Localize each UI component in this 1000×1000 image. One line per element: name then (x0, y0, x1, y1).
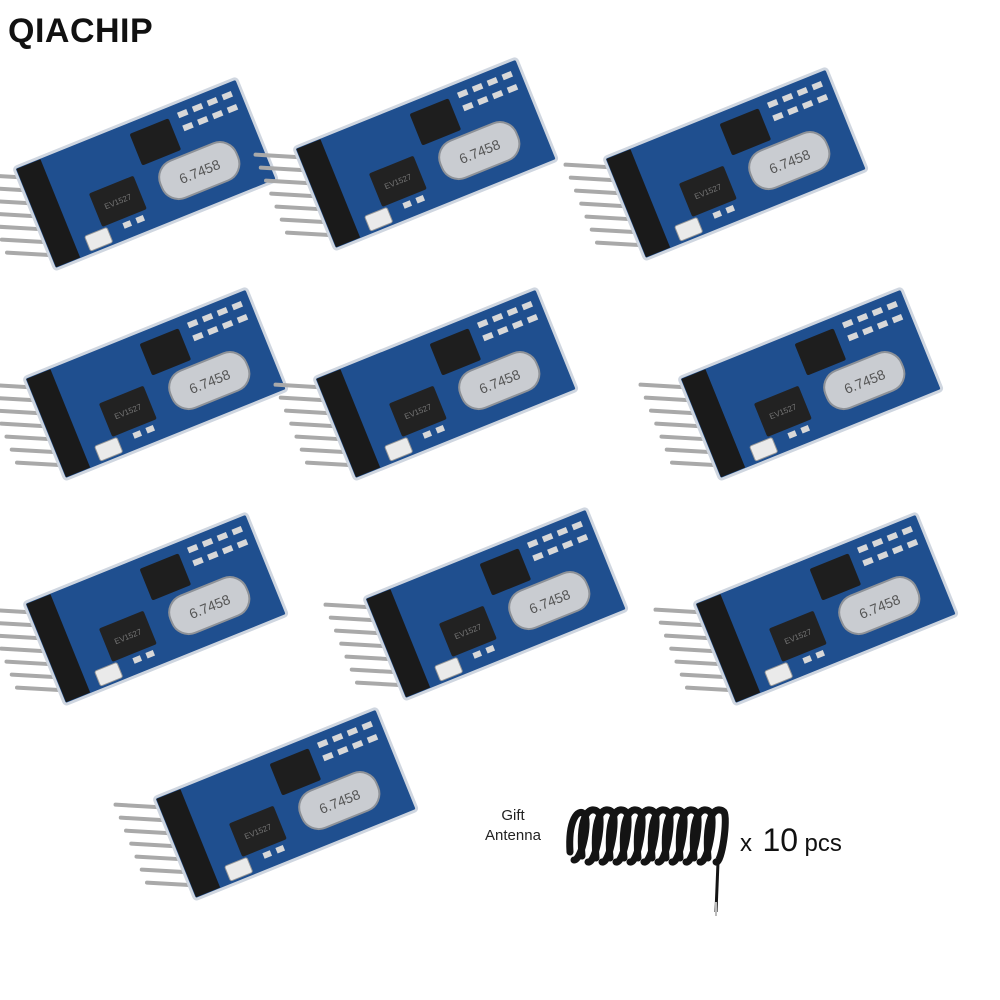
header-pins (323, 602, 401, 688)
gift-label-line1: Gift (501, 807, 525, 824)
crystal-oscillator (438, 121, 521, 181)
regulator-chip (410, 98, 461, 145)
regulator-chip (795, 328, 846, 375)
learn-button (434, 657, 463, 682)
decoder-chip (99, 386, 157, 437)
quantity-unit: pcs (804, 830, 842, 857)
decoder-chip (369, 156, 427, 207)
quantity-prefix: x (740, 830, 752, 857)
learn-button (364, 207, 393, 232)
pin-header (156, 789, 221, 898)
pcb-board (23, 287, 289, 481)
receiver-module-image: EV1527 6.7458 (113, 690, 420, 901)
crystal-oscillator (168, 576, 251, 636)
pcb-board (293, 57, 559, 251)
receiver-module-image: EV1527 6.7458 (563, 50, 870, 261)
crystal-oscillator (298, 771, 381, 831)
pcb-board (23, 512, 289, 706)
header-pins (563, 162, 641, 248)
crystal-oscillator (508, 571, 591, 631)
pin-header (296, 139, 361, 248)
learn-button (749, 437, 778, 462)
learn-button (764, 662, 793, 687)
regulator-chip (810, 553, 861, 600)
header-pins (0, 607, 61, 693)
receiver-module-image: EV1527 6.7458 (273, 270, 580, 481)
header-pins (253, 152, 331, 238)
learn-button (94, 662, 123, 687)
learn-button (94, 437, 123, 462)
receiver-module-image: EV1527 6.7458 (323, 490, 630, 701)
receiver-module-image: EV1527 6.7458 (638, 270, 945, 481)
quantity-label: x 10 pcs (740, 822, 842, 859)
pcb-board (363, 507, 629, 701)
decoder-chip (754, 386, 812, 437)
receiver-module-image: EV1527 6.7458 (253, 40, 560, 251)
pcb-board (13, 77, 279, 271)
decoder-chip (99, 611, 157, 662)
header-pins (638, 382, 716, 468)
pin-header (606, 149, 671, 258)
header-pins (653, 607, 731, 693)
receiver-module-image: EV1527 6.7458 (0, 270, 290, 481)
pin-header (681, 369, 746, 478)
pin-header (16, 159, 81, 268)
regulator-chip (270, 748, 321, 795)
regulator-chip (130, 118, 181, 165)
crystal-oscillator (838, 576, 921, 636)
pcb-board (693, 512, 959, 706)
decoder-chip (439, 606, 497, 657)
brand-logo: QIACHIP (8, 12, 154, 50)
regulator-chip (480, 548, 531, 595)
crystal-oscillator (168, 351, 251, 411)
gift-label-line2: Antenna (485, 827, 541, 844)
pin-header (696, 594, 761, 703)
crystal-oscillator (823, 351, 906, 411)
crystal-oscillator (158, 141, 241, 201)
receiver-module-image: EV1527 6.7458 (653, 495, 960, 706)
header-pins (0, 172, 51, 258)
pin-header (26, 369, 91, 478)
regulator-chip (140, 328, 191, 375)
decoder-chip (679, 166, 737, 217)
gift-antenna-label: Gift Antenna (468, 806, 558, 846)
regulator-chip (430, 328, 481, 375)
learn-button (674, 217, 703, 242)
crystal-oscillator (748, 131, 831, 191)
regulator-chip (140, 553, 191, 600)
pin-header (316, 369, 381, 478)
regulator-chip (720, 108, 771, 155)
learn-button (84, 227, 113, 252)
pin-header (26, 594, 91, 703)
spring-antenna-image (566, 806, 729, 916)
crystal-oscillator (458, 351, 541, 411)
pcb-board (603, 67, 869, 261)
decoder-chip (89, 176, 147, 227)
decoder-chip (229, 806, 287, 857)
pin-header (366, 589, 431, 698)
learn-button (384, 437, 413, 462)
decoder-chip (769, 611, 827, 662)
decoder-chip (389, 386, 447, 437)
quantity-count: 10 (762, 822, 799, 858)
pcb-board (678, 287, 944, 481)
header-pins (273, 382, 351, 468)
pcb-board (153, 707, 419, 901)
receiver-module-image: EV1527 6.7458 (0, 60, 280, 271)
receiver-module-image: EV1527 6.7458 (0, 495, 290, 706)
header-pins (0, 382, 61, 468)
header-pins (113, 802, 191, 888)
learn-button (224, 857, 253, 882)
pcb-board (313, 287, 579, 481)
